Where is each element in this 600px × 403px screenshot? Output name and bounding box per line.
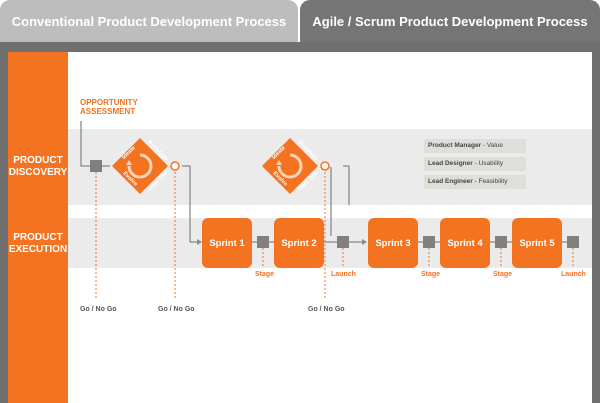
launch-gate [567, 236, 579, 248]
gate-label-go-no-go: Go / No Go [80, 306, 117, 313]
gate-label-launch: Launch [561, 271, 586, 278]
gate-label-launch: Launch [331, 271, 356, 278]
arrowhead-sprint1 [197, 239, 202, 245]
role-lead-designer: Lead Designer - Usability [424, 157, 526, 171]
arrowhead-sprint3 [362, 239, 367, 245]
role-name: Lead Designer [428, 160, 473, 167]
role-focus: Feasibility [478, 178, 508, 185]
stage-gate [257, 236, 269, 248]
role-name: Lead Engineer [428, 178, 473, 185]
sprint-box: Sprint 2 [274, 218, 324, 268]
tab-agile-process[interactable]: Agile / Scrum Product Development Proces… [300, 0, 600, 42]
gate-label-stage: Stage [493, 271, 513, 278]
gate-label-go-no-go: Go / No Go [308, 306, 345, 313]
connector-diamond1-sprint1 [182, 165, 197, 243]
gate-label-go-no-go: Go / No Go [158, 306, 195, 313]
role-product-manager: Product Manager - Value [424, 139, 526, 153]
launch-gate [337, 236, 349, 248]
opportunity-arrow [80, 121, 90, 167]
row-label-discovery: PRODUCT DISCOVERY [8, 155, 68, 178]
sprint-box: Sprint 5 [512, 218, 562, 268]
opportunity-assessment-label: OPPORTUNITY ASSESSMENT [80, 98, 138, 116]
gate-label-stage: Stage [255, 271, 275, 278]
gate-label-stage: Stage [421, 271, 441, 278]
stage-gate [495, 236, 507, 248]
diamond2-exit-node [320, 161, 330, 171]
role-name: Product Manager [428, 142, 482, 149]
discovery-cycle-2 [262, 138, 318, 194]
sprint-box: Sprint 4 [440, 218, 490, 268]
role-focus: Usability [478, 160, 504, 167]
role-focus: Value [486, 142, 504, 149]
role-lead-engineer: Lead Engineer - Feasibility [424, 175, 526, 189]
sprint-box: Sprint 1 [202, 218, 252, 268]
stage-gate [423, 236, 435, 248]
tab-conventional-process[interactable]: Conventional Product Development Process [0, 0, 298, 42]
discovery-cycle-1 [112, 138, 168, 194]
go-no-go-gate [90, 160, 102, 172]
sprint-box: Sprint 3 [368, 218, 418, 268]
row-label-bar [8, 52, 68, 403]
diamond1-exit-node [170, 161, 180, 171]
row-label-execution: PRODUCT EXECUTION [8, 232, 68, 255]
